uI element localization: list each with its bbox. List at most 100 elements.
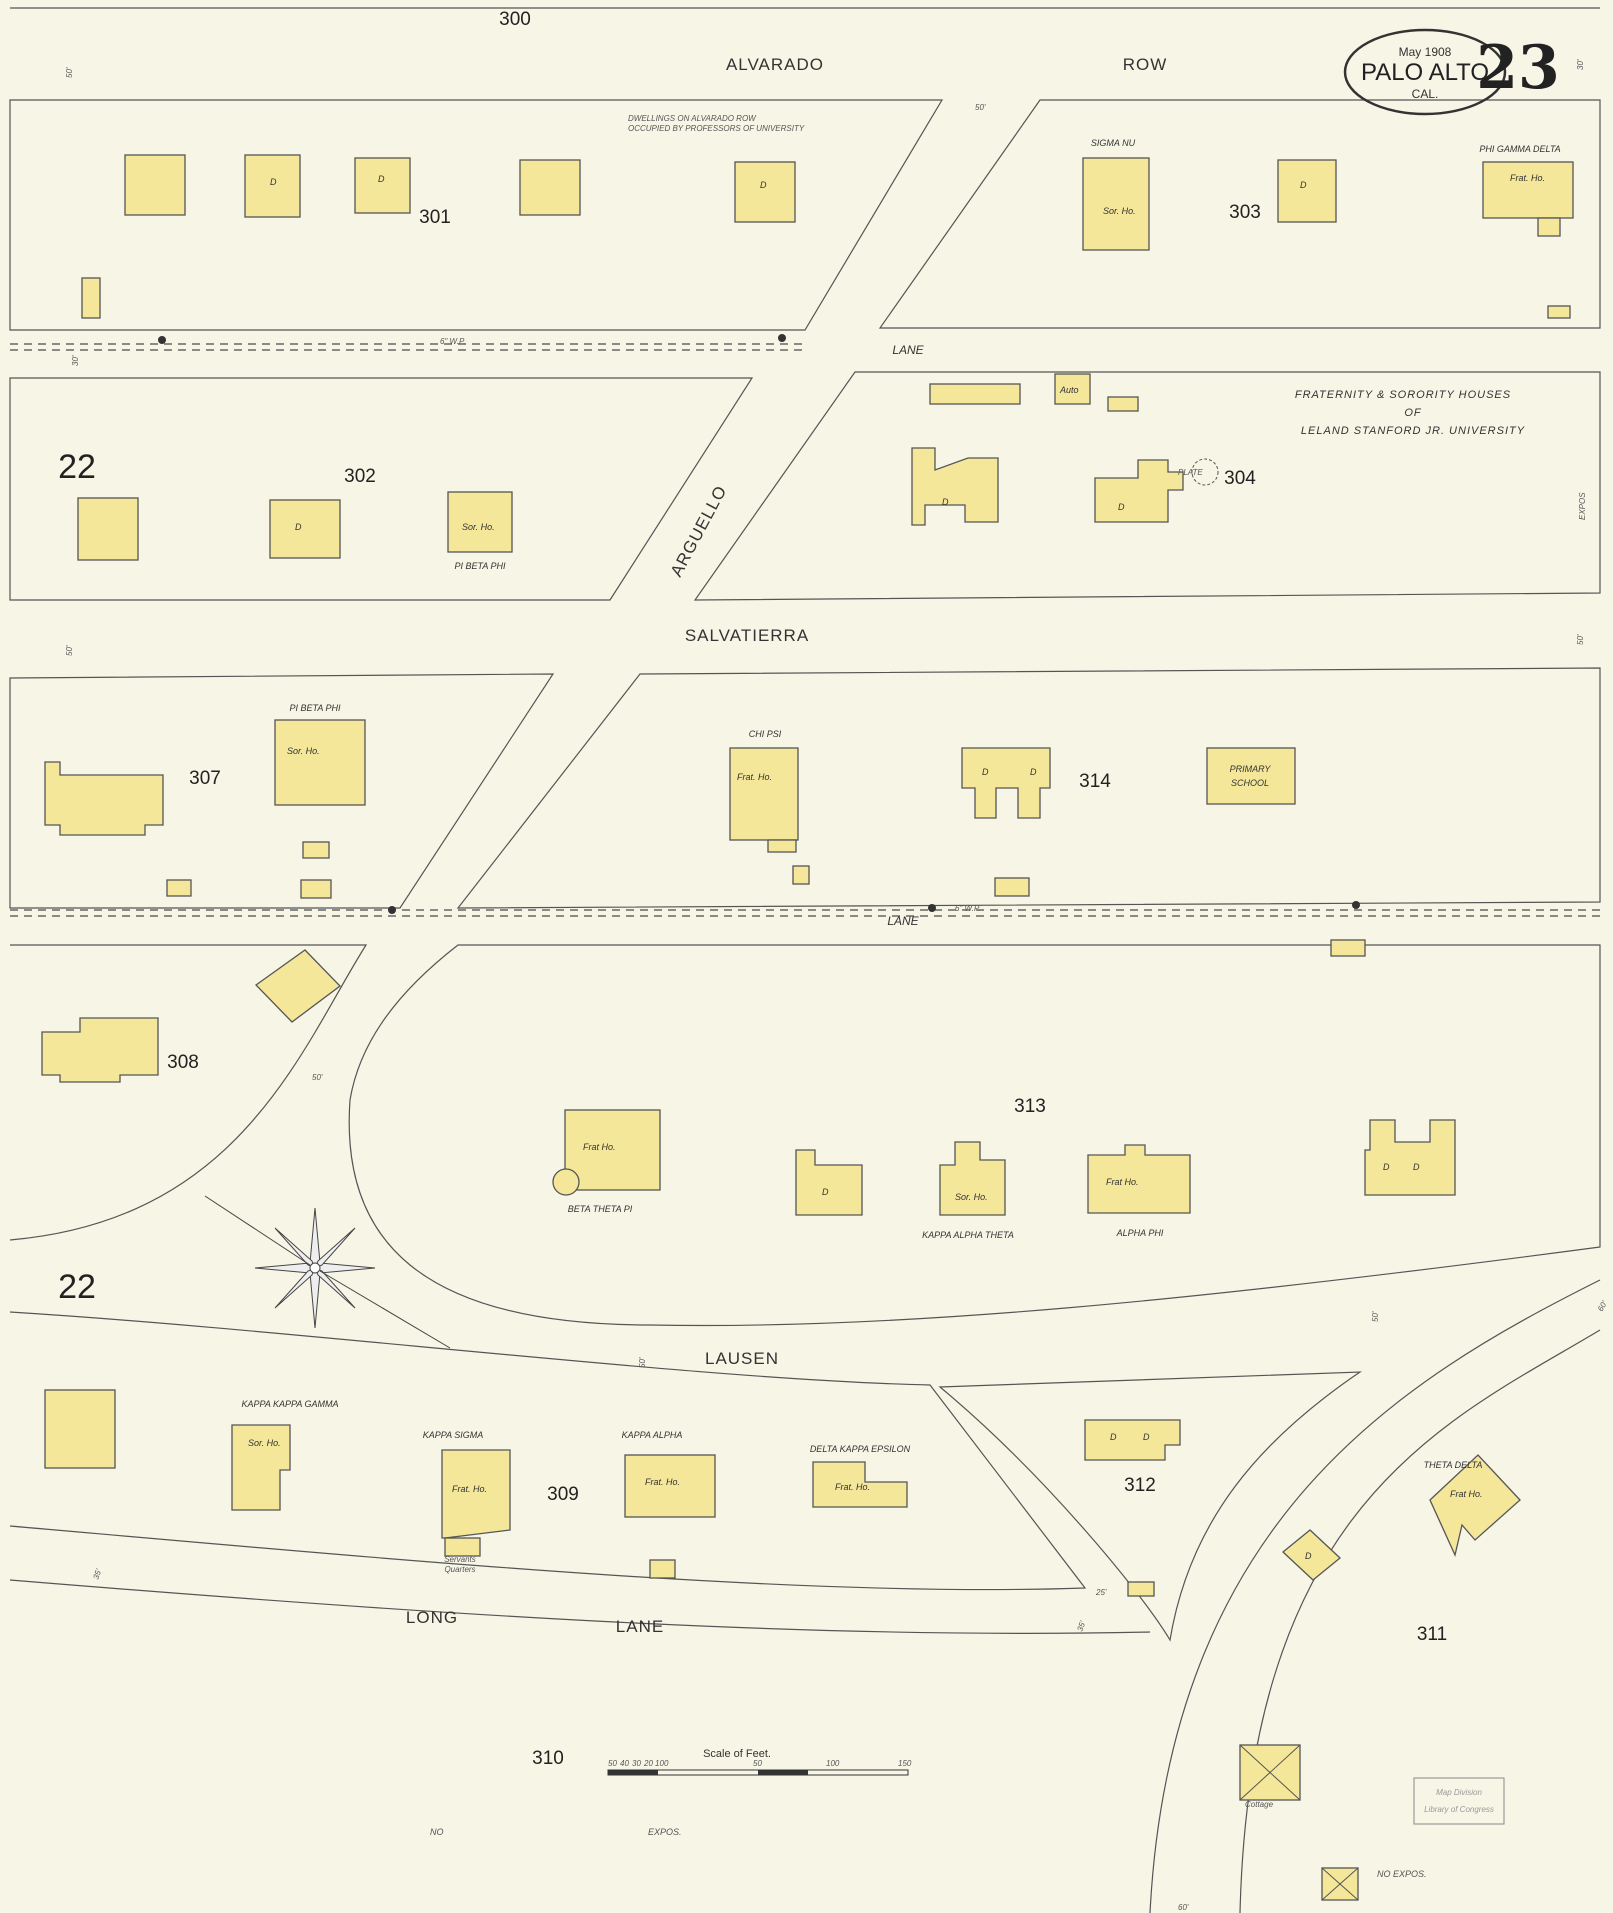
building-308-angled (255, 949, 341, 1023)
block-307-outline (9, 673, 555, 909)
block-314-outline (456, 667, 1601, 909)
buildings: D D D SIGMA NU Sor. Ho. D PHI GAMMA DELT… (41, 138, 1574, 1901)
beta-theta-pi-turret (552, 1168, 580, 1196)
note-expos: EXPOS. (648, 1827, 682, 1837)
dwelling-label: D (760, 180, 767, 190)
alpha-phi-label: ALPHA PHI (1116, 1228, 1164, 1238)
note-dwellings-line1: DWELLINGS ON ALVARADO ROW (628, 114, 757, 123)
scale-tick-label: 150 (898, 1759, 912, 1768)
block-313-outline (348, 944, 1601, 1327)
block-302-outline (9, 377, 754, 601)
phi-gamma-delta-label: PHI GAMMA DELTA (1479, 144, 1560, 154)
note-expos-side: EXPOS (1578, 492, 1587, 520)
dwelling-footprint (1277, 159, 1337, 223)
outbuilding-footprint (792, 865, 810, 885)
kappa-alpha-house (624, 1454, 716, 1518)
block-304: 304 (1224, 468, 1256, 489)
kappa-sigma-house (441, 1449, 511, 1539)
kappa-kappa-gamma-label: KAPPA KAPPA GAMMA (241, 1399, 338, 1409)
dimension-label: 50' (1576, 634, 1585, 645)
pi-beta-phi-house-307 (274, 719, 366, 806)
water-pipe-label: 6" W.P. (955, 904, 981, 913)
dwelling-label: D (1030, 767, 1037, 777)
scale-tick-label: 30 (632, 1759, 641, 1768)
outbuilding-footprint (1330, 939, 1366, 957)
hydrant-marker (388, 906, 396, 914)
dwelling-label: D (1413, 1162, 1420, 1172)
title-oval (1343, 28, 1507, 116)
block-313: 313 (1014, 1096, 1046, 1117)
kappa-sigma-label: KAPPA SIGMA (423, 1430, 484, 1440)
dwelling-footprint (269, 499, 341, 559)
dwelling-footprint (1094, 459, 1184, 523)
frat-ho-label: Frat. Ho. (645, 1477, 680, 1487)
theta-delta-label: THETA DELTA (1424, 1460, 1483, 1470)
map-notes: DWELLINGS ON ALVARADO ROW OCCUPIED BY PR… (430, 114, 1587, 1879)
sor-ho-label: Sor. Ho. (955, 1192, 988, 1202)
kappa-kappa-gamma-house (231, 1424, 291, 1511)
outbuilding-footprint (1547, 305, 1571, 319)
block-301: 301 (419, 207, 451, 228)
dwelling-label: D (982, 767, 989, 777)
plate-label: PLATE (1178, 468, 1203, 477)
stamp-border (1413, 1777, 1505, 1825)
building-308 (41, 1017, 159, 1083)
frat-ho-label: Frat Ho. (1106, 1177, 1139, 1187)
dimension-label: 30' (1576, 59, 1585, 70)
dwelling-footprint (911, 447, 999, 526)
scale-title: Scale of Feet. (703, 1748, 771, 1760)
street-alvarado: ALVARADO (726, 55, 824, 74)
servants-quarters (444, 1537, 481, 1557)
pi-beta-phi-house-302 (447, 491, 513, 553)
servants-label-line2: Quarters (444, 1565, 475, 1574)
dimension-label: 60' (1596, 1299, 1609, 1313)
dimension-label: 35' (1075, 1619, 1087, 1632)
scale-tick-label: 100 (826, 1759, 840, 1768)
auto-label: Auto (1059, 385, 1079, 395)
outbuilding-footprint (1107, 396, 1139, 412)
sheet-number: 23 (1476, 33, 1560, 103)
hydrant-marker (928, 904, 936, 912)
block-310: 310 (532, 1748, 564, 1769)
dwelling-label: D (1143, 1432, 1150, 1442)
outbuilding-footprint (302, 841, 330, 859)
cottage-cross (1239, 1744, 1301, 1801)
primary-school-label-line2: SCHOOL (1231, 778, 1269, 788)
dimension-label: 50' (312, 1073, 323, 1082)
title-fraternity-line1: FRATERNITY & SORORITY HOUSES (1295, 389, 1511, 401)
dwelling-pair (1084, 1419, 1181, 1461)
note-no: NO (430, 1827, 444, 1837)
frat-ho-label: Frat Ho. (583, 1142, 616, 1152)
library-stamp: Map Division Library of Congress (1413, 1777, 1505, 1825)
block-311-east-edge (1239, 1329, 1601, 1913)
block-311-west-edge (1149, 1279, 1601, 1913)
map-state: CAL. (1412, 87, 1439, 101)
dwelling-label: D (295, 522, 302, 532)
note-no-expos: NO EXPOS. (1377, 1869, 1427, 1879)
frat-ho-label: Frat. Ho. (452, 1484, 487, 1494)
street-row: ROW (1123, 55, 1168, 74)
title-fraternity-line2: OF (1404, 407, 1422, 419)
compass-rose (204, 1195, 451, 1349)
map-date: May 1908 (1399, 45, 1452, 59)
servants-quarters (929, 383, 1021, 405)
plate-marker (1191, 458, 1219, 486)
dwelling-footprint (244, 154, 301, 218)
dwelling-label: D (942, 497, 949, 507)
dimension-label: 50' (65, 67, 74, 78)
kappa-alpha-theta-house (939, 1141, 1006, 1216)
outbuilding-footprint (1127, 1581, 1155, 1597)
beta-theta-pi-label: BETA THETA PI (568, 1204, 633, 1214)
street-long-lane: LANE (616, 1617, 664, 1636)
long-lane-edge (9, 1579, 1151, 1634)
sor-ho-label: Sor. Ho. (248, 1438, 281, 1448)
block-numbers: 301 303 302 304 307 314 308 313 309 312 … (58, 202, 1447, 1769)
scale-bar: Scale of Feet. 50 40 30 20 10 0 50 100 1… (607, 1748, 912, 1776)
block-303-outline (878, 99, 1601, 329)
pi-beta-phi-label: PI BETA PHI (454, 561, 506, 571)
sor-ho-label: Sor. Ho. (1103, 206, 1136, 216)
dimension-label: 50' (975, 103, 986, 112)
dwelling-label: D (822, 1187, 829, 1197)
scale-bar-fill (608, 1770, 658, 1775)
adjoining-sheet-22-bottom: 22 (58, 1268, 96, 1306)
